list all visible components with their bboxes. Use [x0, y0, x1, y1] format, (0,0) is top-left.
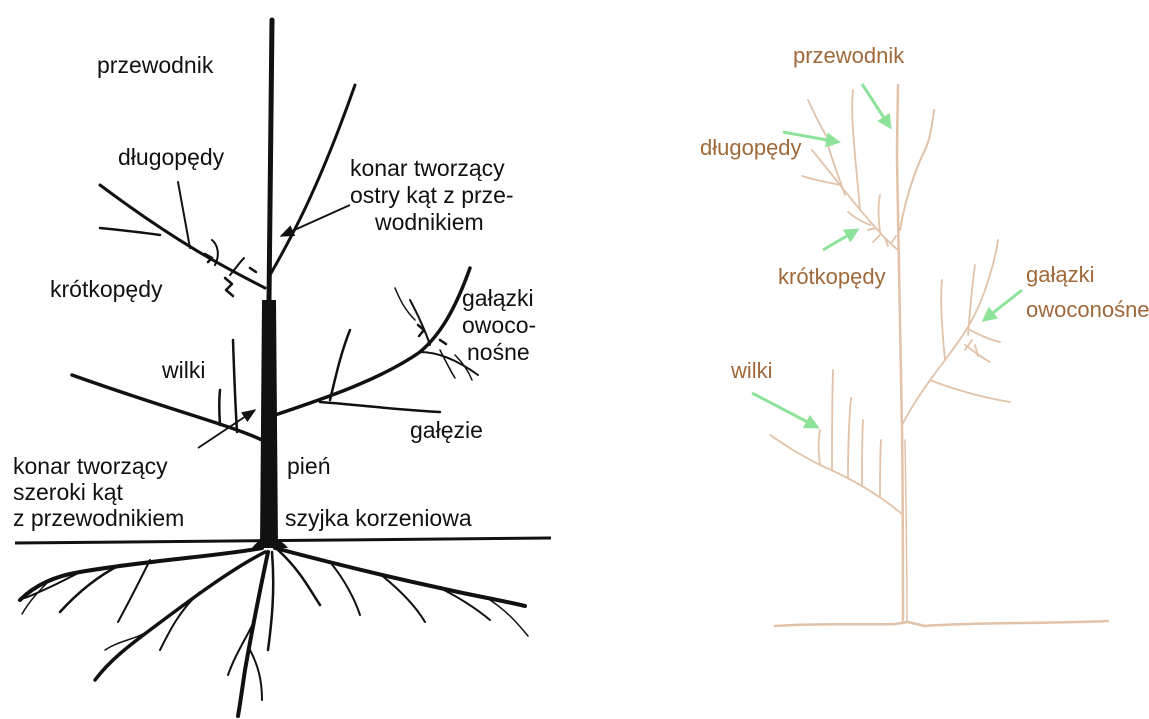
label-szyjka: szyjka korzeniowa — [285, 505, 472, 531]
ground-line — [15, 538, 551, 543]
label-konar-ostry-line3: wodnikiem — [374, 209, 484, 235]
long-shoots-right — [802, 90, 898, 250]
ground-line-right — [775, 621, 1108, 626]
label-wilki-right: wilki — [730, 358, 773, 383]
arrow-przewodnik-right — [862, 84, 890, 127]
label-wilki: wilki — [161, 357, 205, 383]
label-konar-szeroki-line3: z przewodnikiem — [13, 505, 184, 531]
arrow-galazki-right — [984, 290, 1022, 320]
label-krotkopedy: krótkopędy — [50, 276, 163, 302]
left-tree-diagram: przewodnik długopędy konar tworzący ostr… — [13, 20, 551, 716]
label-przewodnik: przewodnik — [97, 52, 214, 78]
right-tree-diagram: przewodnik długopędy krótkopędy gałązki … — [700, 43, 1149, 626]
label-dlugopedy-right: długopędy — [700, 135, 802, 160]
trunk-right-outline — [905, 440, 907, 622]
long-shoots — [100, 182, 265, 288]
arrow-wilki-right — [752, 393, 817, 427]
right-branch-right — [902, 240, 1010, 425]
acute-angle-branch — [270, 85, 355, 275]
trunk — [260, 300, 278, 548]
label-galezie: gałęzie — [410, 417, 483, 443]
roots — [20, 548, 528, 716]
label-konar-szeroki-line1: konar tworzący — [13, 453, 168, 479]
label-galazki-right-line1: gałązki — [1026, 262, 1094, 287]
label-dlugopedy: długopędy — [118, 144, 225, 170]
label-konar-ostry-line1: konar tworzący — [350, 155, 505, 181]
arrow-krotkopedy-right — [823, 230, 857, 250]
label-galazki-line3: nośne — [467, 339, 530, 365]
arrow-acute-branch — [281, 205, 350, 236]
label-przewodnik-right: przewodnik — [793, 43, 905, 68]
label-konar-ostry-line2: ostry kąt z prze- — [350, 182, 514, 208]
label-galazki-line2: owoco- — [462, 312, 536, 338]
lower-branch-right — [770, 370, 903, 515]
label-galazki-line1: gałązki — [462, 285, 534, 311]
leader — [269, 20, 272, 300]
label-galazki-right-line2: owoconośne — [1026, 297, 1149, 322]
trunk-right — [897, 85, 903, 622]
label-krotkopedy-right: krótkopędy — [778, 264, 886, 289]
label-konar-szeroki-line2: szeroki kąt — [13, 479, 124, 505]
label-pien: pień — [287, 453, 330, 479]
water-sprouts — [219, 340, 237, 432]
acute-branch-right — [900, 110, 934, 230]
right-branches — [275, 268, 478, 415]
arrow-wide-branch — [198, 410, 255, 448]
